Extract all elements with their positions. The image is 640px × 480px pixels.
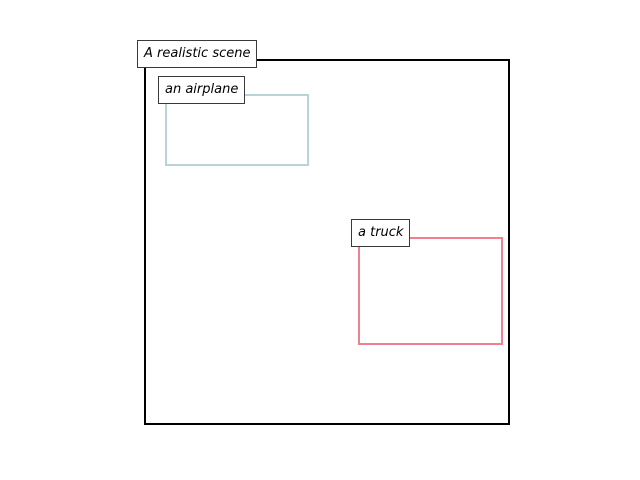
- scene-caption-label: A realistic scene: [137, 40, 258, 68]
- truck-label: a truck: [351, 219, 411, 247]
- scene-frame: [144, 59, 510, 425]
- airplane-bounding-box: [165, 94, 309, 166]
- truck-bounding-box: [358, 237, 503, 345]
- airplane-label: an airplane: [158, 76, 246, 104]
